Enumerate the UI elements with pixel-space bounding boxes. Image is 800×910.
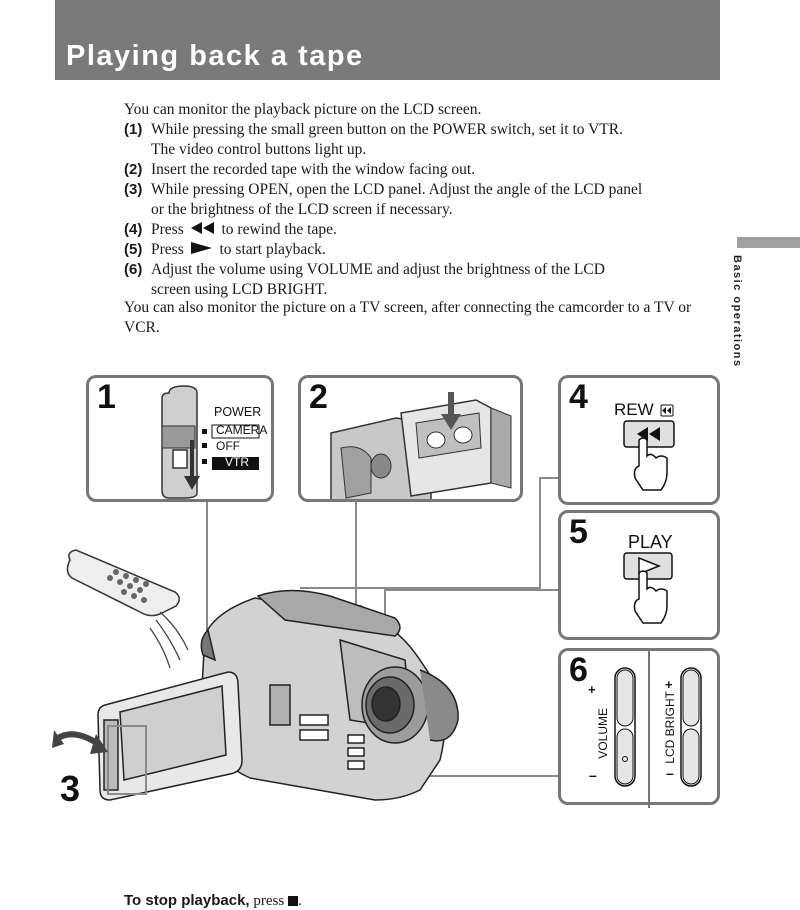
footer-bold: To stop playback,	[124, 892, 250, 909]
step-number: (4)	[124, 221, 143, 238]
step-1: (1) While pressing the small green button…	[124, 120, 623, 160]
figure-panel-1: 1 POWER CAMERA OFF VTR	[86, 375, 274, 502]
vtr-label: VTR	[225, 455, 249, 469]
step-2: (2) Insert the recorded tape with the win…	[124, 160, 475, 180]
play-icon	[190, 242, 212, 254]
volume-bright-buttons-icon	[614, 651, 702, 808]
step-5: (5) Press to start playback.	[124, 240, 326, 260]
step-text-before: Press	[151, 241, 184, 258]
step-text-cont: screen using LCD BRIGHT.	[151, 281, 328, 298]
section-tab	[737, 237, 800, 248]
play-button-icon	[623, 552, 673, 624]
panel-number: 4	[569, 378, 588, 416]
intro-text: You can monitor the playback picture on …	[124, 101, 482, 118]
power-label: POWER	[214, 405, 262, 419]
volume-label: VOLUME	[596, 708, 610, 759]
step-text-cont: or the brightness of the LCD screen if n…	[151, 201, 453, 218]
power-switch-icon	[161, 385, 260, 499]
off-label: OFF	[216, 439, 240, 453]
step-3: (3) While pressing OPEN, open the LCD pan…	[124, 180, 642, 220]
step-text: While pressing the small green button on…	[151, 121, 623, 138]
bright-minus: –	[666, 765, 674, 781]
step-6: (6) Adjust the volume using VOLUME and ad…	[124, 260, 605, 300]
step-text: Insert the recorded tape with the window…	[151, 161, 476, 178]
step-text-before: Press	[151, 221, 184, 238]
lcd-panel	[97, 671, 243, 801]
bright-plus: +	[665, 677, 673, 692]
camera-label: CAMERA	[216, 423, 268, 437]
figure-panel-2: 2	[298, 375, 523, 502]
title-bar	[55, 0, 720, 80]
step-text-after: to start playback.	[219, 241, 326, 258]
step-text: While pressing OPEN, open the LCD panel.…	[151, 181, 643, 198]
outro-text: You can also monitor the picture on a TV…	[124, 299, 692, 336]
rewind-icon	[190, 222, 214, 234]
step-text: Adjust the volume using VOLUME and adjus…	[151, 261, 605, 278]
footer-note: To stop playback, press .	[124, 892, 302, 909]
rew-label: REW	[614, 400, 654, 419]
figure-panel-6: 6 + – VOLUME + – LCD BRIGHT	[558, 648, 720, 808]
volume-plus: +	[588, 682, 596, 697]
step-4: (4) Press to rewind the tape.	[124, 220, 337, 240]
callout-3: 3	[60, 768, 81, 809]
camcorder-body	[199, 589, 459, 801]
step-number: (1)	[124, 121, 143, 138]
step-number: (6)	[124, 261, 143, 278]
cassette-insert-icon	[330, 392, 512, 499]
panel-number: 1	[97, 378, 116, 416]
panel-number: 6	[569, 651, 588, 689]
step-number: (2)	[124, 161, 143, 178]
stop-icon	[287, 896, 298, 906]
step-text-cont: The video control buttons light up.	[151, 141, 367, 158]
page-title: Playing back a tape	[66, 40, 364, 72]
panel-number: 2	[309, 378, 328, 416]
bright-label: LCD BRIGHT	[663, 691, 677, 764]
remote-control-icon	[66, 549, 189, 669]
figure-panel-5: 5 PLAY	[558, 510, 720, 640]
figure-panel-4: 4 REW	[558, 375, 720, 505]
footer-text: press	[253, 893, 285, 909]
section-tab-label: Basic operations	[731, 255, 743, 368]
rew-button-icon	[623, 404, 675, 491]
step-number: (5)	[124, 241, 143, 258]
step-text-after: to rewind the tape.	[221, 221, 337, 238]
volume-minus: –	[589, 767, 597, 783]
step-number: (3)	[124, 181, 143, 198]
play-label: PLAY	[628, 532, 673, 552]
open-arrow-icon	[52, 730, 108, 754]
panel-number: 5	[569, 513, 588, 551]
